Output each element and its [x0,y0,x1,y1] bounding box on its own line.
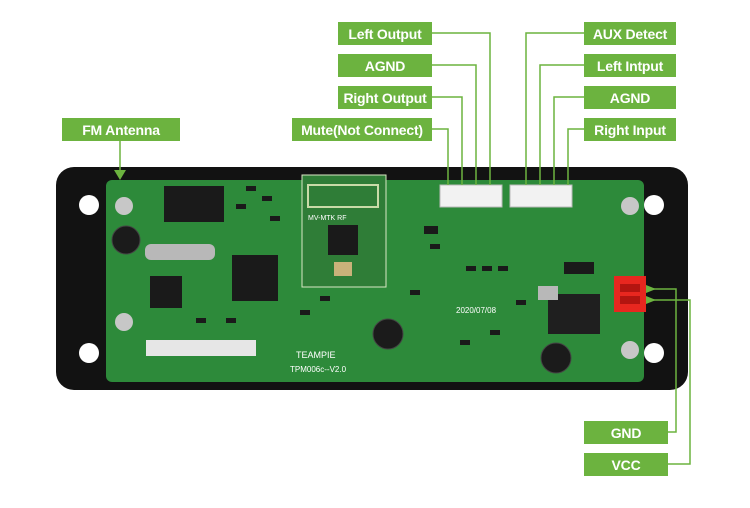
line-vcc [646,299,691,465]
gnd-arrow [646,285,656,293]
power-connector-pin1 [620,284,640,292]
mount-hole-bl [79,343,99,363]
line-aux-detect [525,32,586,185]
line-gnd [646,288,677,433]
label-left-output: Left Output [338,22,432,45]
bt-antenna-trace [307,184,379,208]
cap-left [111,225,141,255]
connector-jk07 [439,184,503,208]
board-date-text: 2020/07/08 [456,306,497,315]
line-right-input [567,128,586,185]
line-mute [430,128,449,185]
line-left-output [428,32,491,185]
label-fm-antenna: FM Antenna [62,118,180,141]
screw-tr [621,197,639,215]
ic-u03 [164,186,224,222]
mount-hole-br [644,343,664,363]
label-aux-detect: AUX Detect [584,22,676,45]
ic-u01 [232,255,278,301]
board-brand-text: TEAMPIE [296,350,336,360]
power-connector [614,276,646,312]
bt-crystal [334,262,352,276]
connector-jk08 [509,184,573,208]
cap-mid [372,318,404,350]
label-gnd: GND [584,421,668,444]
screw-tl [115,197,133,215]
vcc-arrow [646,296,656,304]
smd-parts [196,186,594,345]
label-vcc: VCC [584,453,668,476]
screw-br [621,341,639,359]
label-left-input: Left Intput [584,54,676,77]
ribbon-connector [146,340,256,356]
fm-antenna-arrow [114,170,126,180]
mount-hole-tr [644,195,664,215]
label-mute: Mute(Not Connect) [292,118,432,141]
board-model-text: TPM006c--V2.0 [290,365,347,374]
label-right-output: Right Output [338,86,432,109]
bt-chip [328,225,358,255]
cap-right [540,342,572,374]
ic-u02 [150,276,182,308]
power-connector-pin2 [620,296,640,304]
regulator-tab [538,286,558,300]
label-right-input: Right Input [584,118,676,141]
label-agnd-right: AGND [584,86,676,109]
line-left-input [539,64,586,185]
crystal [145,244,215,260]
label-agnd-left: AGND [338,54,432,77]
line-right-output [428,96,463,185]
bt-module-text: MV-MTK RF [308,215,347,222]
regulator [548,294,600,334]
screw-bl [115,313,133,331]
mount-hole-tl [79,195,99,215]
